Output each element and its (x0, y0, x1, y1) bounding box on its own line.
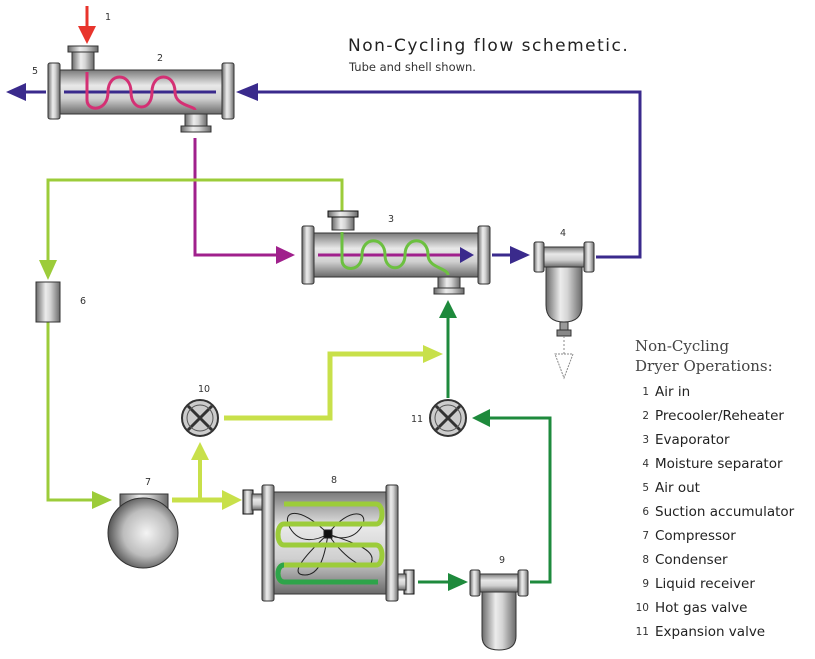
legend-item: 7 Compressor (635, 524, 794, 548)
condenser (242, 484, 415, 602)
label-evaporator: 3 (388, 214, 394, 225)
drain-arrow (554, 353, 574, 380)
label-separator: 4 (560, 228, 566, 239)
liquid-receiver (469, 569, 529, 651)
hot-gas-pipe (172, 345, 443, 510)
suction-pipe (39, 178, 344, 509)
moisture-separator (533, 241, 595, 380)
legend-num: 1 (642, 386, 649, 398)
legend-label: Hot gas valve (655, 600, 748, 616)
legend-item: 8 Condenser (635, 548, 794, 572)
legend-label: Condenser (655, 552, 728, 568)
legend-label: Liquid receiver (655, 576, 755, 592)
compressor (107, 493, 179, 569)
legend-label: Moisture separator (655, 456, 783, 472)
legend-num: 8 (642, 554, 649, 566)
legend-title-line2: Dryer Operations: (635, 357, 773, 375)
legend-item: 5 Air out (635, 476, 794, 500)
legend-num: 4 (642, 458, 649, 470)
label-receiver: 9 (499, 555, 505, 566)
legend-label: Precooler/Reheater (655, 408, 784, 424)
legend-label: Air in (655, 384, 691, 400)
air-in-pipe (78, 6, 96, 44)
expansion-valve (429, 399, 467, 437)
legend-num: 11 (635, 626, 649, 638)
legend-label: Evaporator (655, 432, 730, 448)
legend-num: 7 (642, 530, 649, 542)
legend-num: 10 (635, 602, 649, 614)
legend-label: Suction accumulator (655, 504, 795, 520)
legend-label: Expansion valve (655, 624, 766, 640)
dry-air-return-pipe (236, 83, 642, 259)
label-expansion-valve: 11 (411, 414, 423, 425)
label-condenser: 8 (331, 475, 337, 486)
air-out-arrow (6, 83, 26, 101)
label-precooler: 2 (157, 53, 163, 64)
legend-item: 9 Liquid receiver (635, 572, 794, 596)
label-air-out: 5 (32, 66, 38, 77)
diagram-title: Non-Cycling flow schemetic. (348, 36, 630, 56)
evaporator (301, 210, 491, 295)
legend-num: 2 (642, 410, 649, 422)
legend-num: 6 (642, 506, 649, 518)
legend-num: 5 (642, 482, 649, 494)
label-compressor: 7 (145, 477, 151, 488)
air-in-arrow (78, 26, 96, 44)
evaporator-to-separator-pipe (492, 246, 530, 264)
legend-item: 11 Expansion valve (635, 620, 794, 644)
legend-num: 9 (642, 578, 649, 590)
legend-item: 10 Hot gas valve (635, 596, 794, 620)
label-accumulator: 6 (80, 296, 86, 307)
legend-num: 3 (642, 434, 649, 446)
warm-air-pipe (193, 138, 295, 264)
legend-item: 1 Air in (635, 380, 794, 404)
label-air-in: 1 (105, 12, 111, 23)
label-hot-gas-valve: 10 (198, 384, 210, 395)
air-out-pipe (6, 83, 46, 101)
legend-item: 6 Suction accumulator (635, 500, 794, 524)
legend-label: Air out (655, 480, 700, 496)
hot-gas-valve (181, 399, 219, 437)
diagram-subtitle: Tube and shell shown. (349, 60, 476, 74)
liquid-pipe (418, 300, 552, 591)
legend-item: 3 Evaporator (635, 428, 794, 452)
legend-item: 4 Moisture separator (635, 452, 794, 476)
legend-item: 2 Precooler/Reheater (635, 404, 794, 428)
legend-label: Compressor (655, 528, 736, 544)
precooler-reheater (47, 45, 235, 133)
suction-accumulator (35, 281, 61, 323)
legend-title-line1: Non-Cycling (635, 337, 730, 355)
